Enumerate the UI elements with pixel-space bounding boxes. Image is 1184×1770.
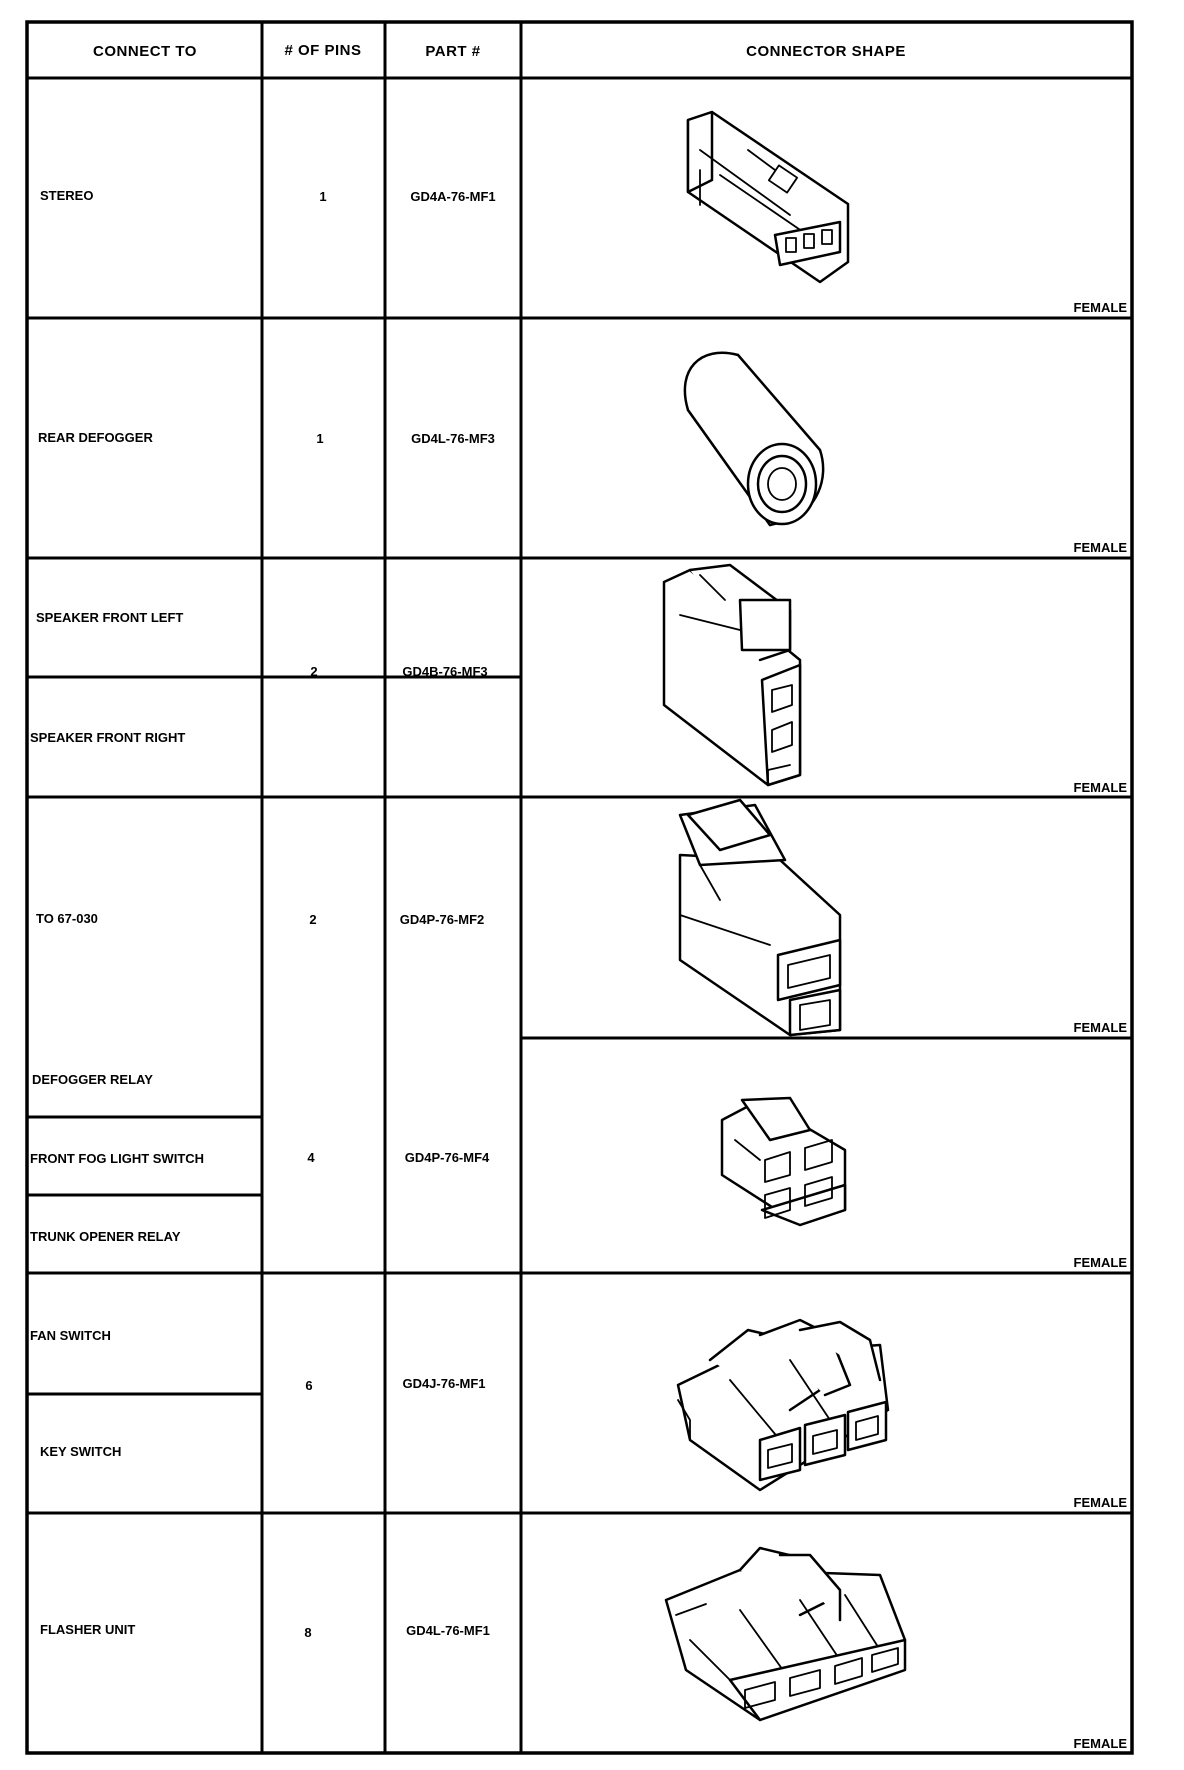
header-pins: # OF PINS xyxy=(284,42,361,59)
table-row: REAR DEFOGGER 1 GD4L-76-MF3 FEMALE xyxy=(38,351,1128,555)
four-pin-connector-icon xyxy=(720,1096,847,1227)
part-number: GD4A-76-MF1 xyxy=(410,189,495,204)
two-pin-latch-connector-icon xyxy=(662,563,802,787)
gender-label: FEMALE xyxy=(1074,780,1128,795)
connect-to-label: SPEAKER FRONT LEFT xyxy=(36,610,183,625)
connect-to-label: TRUNK OPENER RELAY xyxy=(30,1229,181,1244)
pin-count: 2 xyxy=(310,664,317,679)
round-bullet-connector-icon xyxy=(683,351,825,527)
part-number: GD4L-76-MF1 xyxy=(406,1623,490,1638)
pin-count: 8 xyxy=(304,1625,311,1640)
connect-to-label: FRONT FOG LIGHT SWITCH xyxy=(30,1151,204,1166)
part-number: GD4P-76-MF2 xyxy=(400,912,485,927)
gender-label: FEMALE xyxy=(1074,1736,1128,1751)
gender-label: FEMALE xyxy=(1074,540,1128,555)
eight-pin-connector-icon xyxy=(664,1546,907,1722)
header-connect-to: CONNECT TO xyxy=(93,43,197,60)
connect-to-label: DEFOGGER RELAY xyxy=(32,1072,153,1087)
connect-to-label: REAR DEFOGGER xyxy=(38,430,153,445)
table-row: TO 67-030 2 GD4P-76-MF2 FEMALE xyxy=(36,798,1128,1037)
pin-count: 1 xyxy=(316,431,323,446)
connect-to-label: FLASHER UNIT xyxy=(40,1622,135,1637)
table-row: DEFOGGER RELAY FRONT FOG LIGHT SWITCH TR… xyxy=(30,1072,1127,1270)
pin-count: 2 xyxy=(309,912,316,927)
single-pin-housing-icon xyxy=(686,110,850,284)
header-shape: CONNECTOR SHAPE xyxy=(746,43,906,60)
table-row: FLASHER UNIT 8 GD4L-76-MF1 FEMALE xyxy=(40,1546,1128,1751)
two-pin-tower-connector-icon xyxy=(678,798,842,1037)
part-number: GD4B-76-MF3 xyxy=(402,664,487,679)
header-part: PART # xyxy=(425,43,480,60)
part-number: GD4P-76-MF4 xyxy=(405,1150,490,1165)
pin-count: 6 xyxy=(305,1378,312,1393)
connect-to-label: FAN SWITCH xyxy=(30,1328,111,1343)
six-pin-connector-icon xyxy=(676,1318,890,1492)
connect-to-label: TO 67-030 xyxy=(36,911,98,926)
gender-label: FEMALE xyxy=(1074,1020,1128,1035)
pin-count: 4 xyxy=(307,1150,315,1165)
table-row: FAN SWITCH KEY SWITCH 6 GD4J-76-MF1 FEMA… xyxy=(30,1318,1128,1510)
part-number: GD4J-76-MF1 xyxy=(402,1376,485,1391)
table-row: STEREO 1 GD4A-76-MF1 FEMALE xyxy=(40,110,1128,315)
gender-label: FEMALE xyxy=(1074,1495,1128,1510)
table-grid xyxy=(25,20,1134,1755)
gender-label: FEMALE xyxy=(1074,300,1128,315)
connect-to-label: STEREO xyxy=(40,188,93,203)
part-number: GD4L-76-MF3 xyxy=(411,431,495,446)
pin-count: 1 xyxy=(319,189,326,204)
gender-label: FEMALE xyxy=(1074,1255,1128,1270)
connect-to-label: SPEAKER FRONT RIGHT xyxy=(30,730,185,745)
connect-to-label: KEY SWITCH xyxy=(40,1444,121,1459)
table-row: SPEAKER FRONT LEFT SPEAKER FRONT RIGHT 2… xyxy=(30,563,1128,795)
